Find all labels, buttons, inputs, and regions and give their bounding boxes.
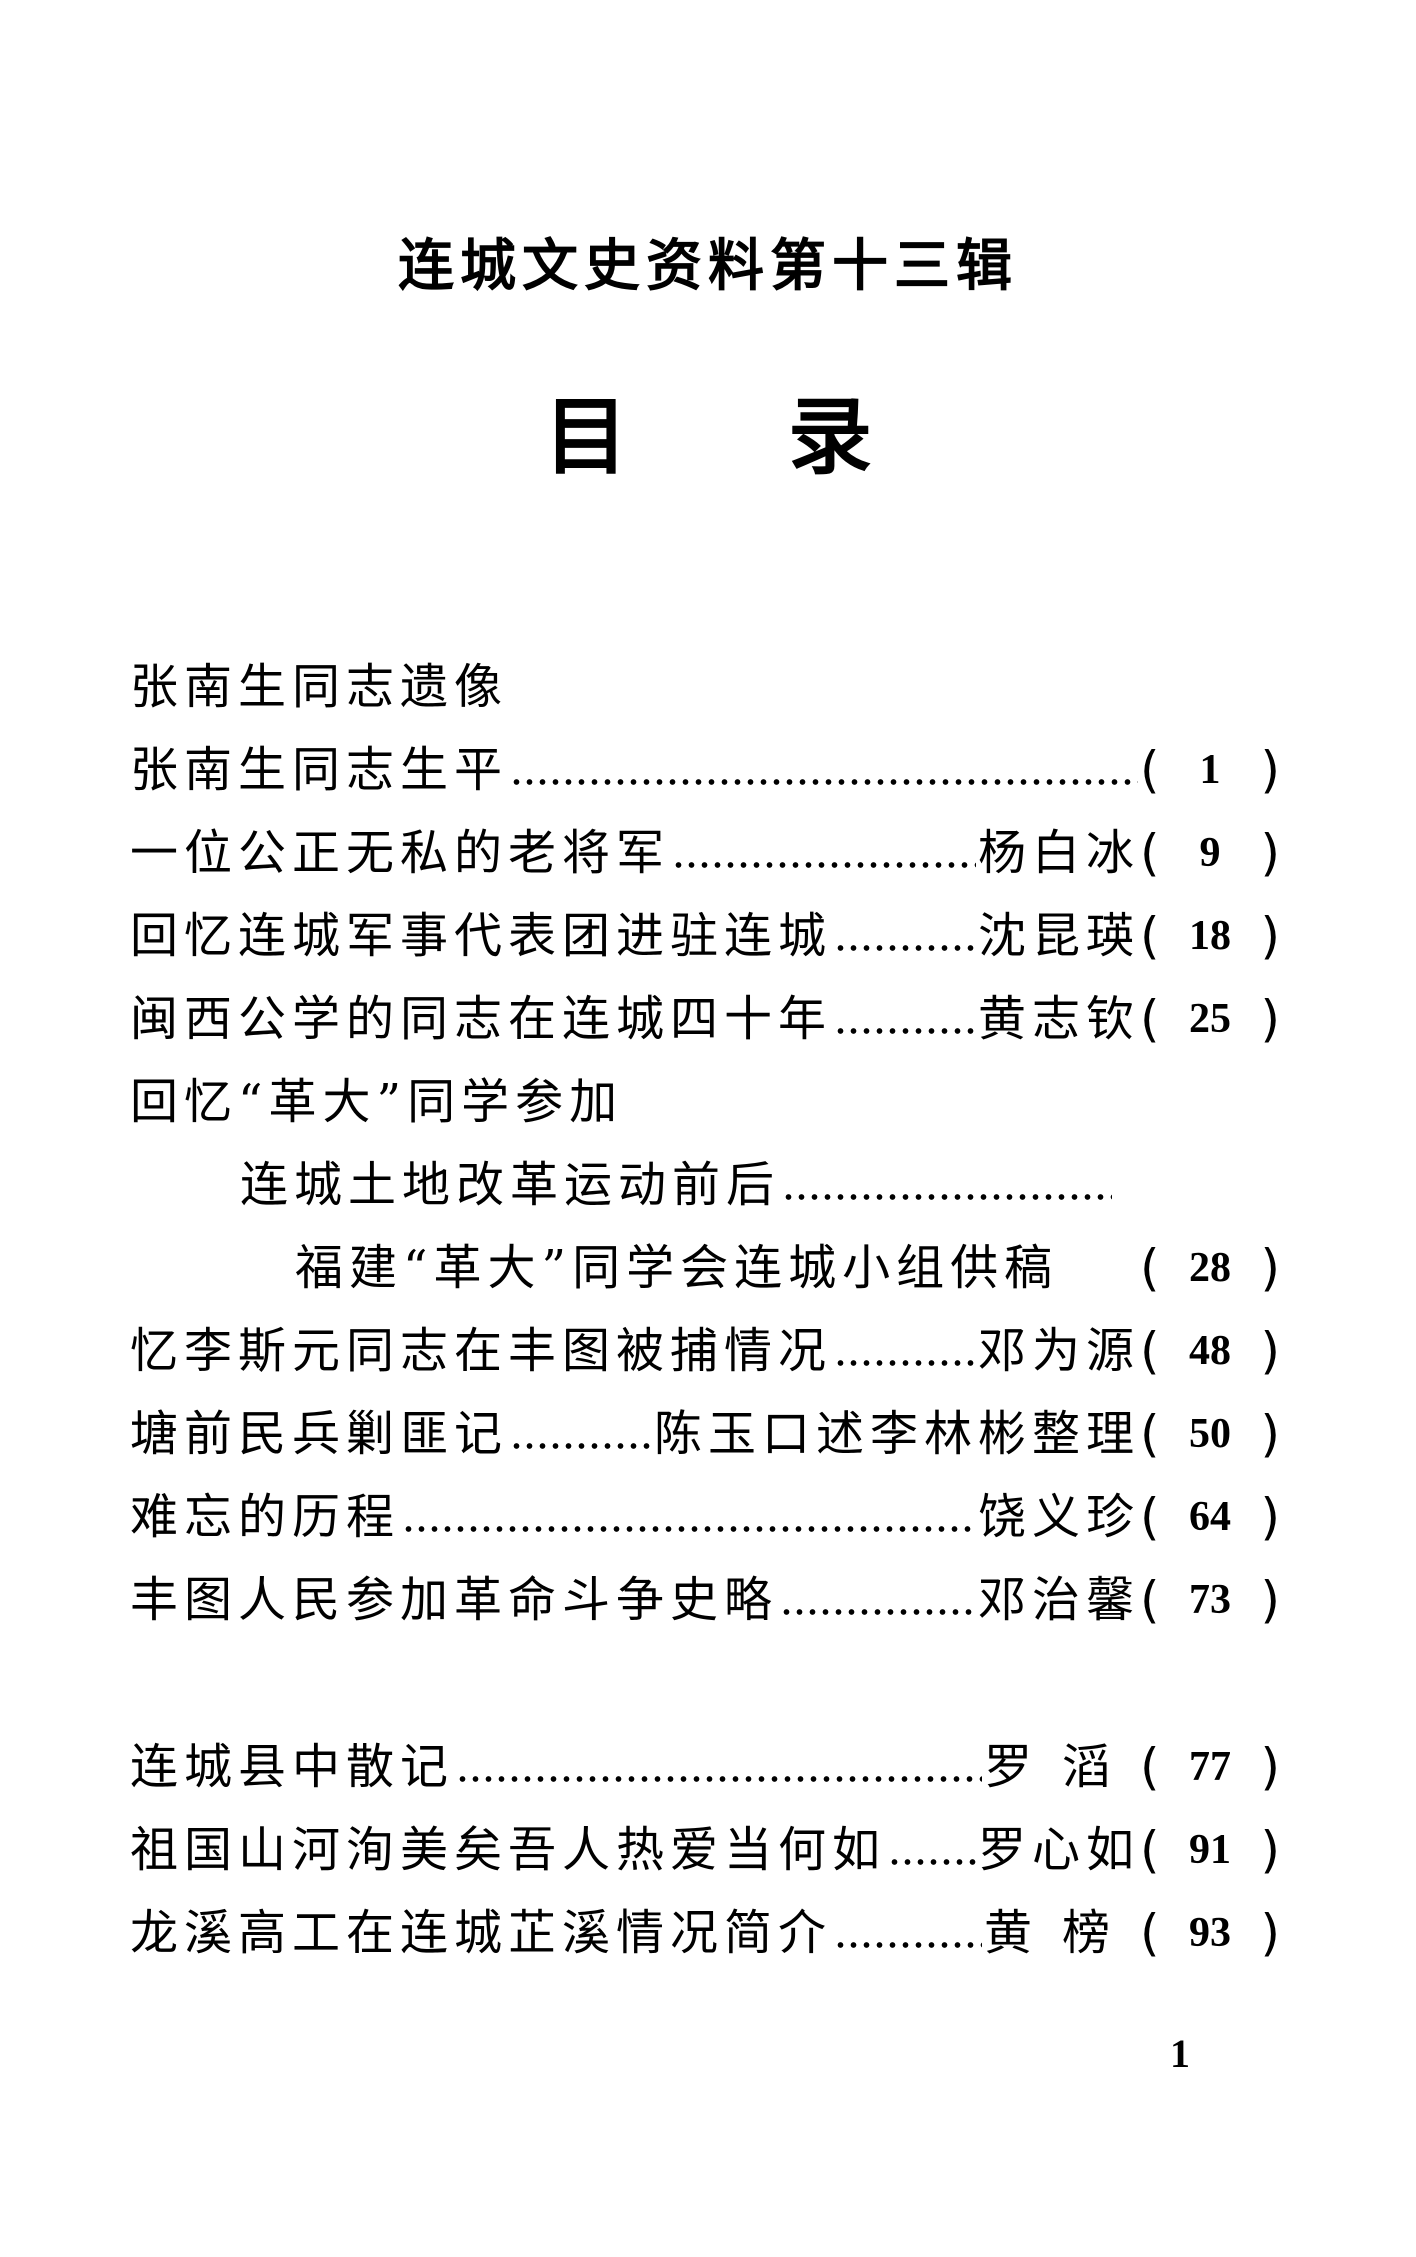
dot-leader — [834, 994, 976, 1043]
toc-entry-author: 沈昆瑛 — [977, 907, 1140, 964]
toc-entry-author: 陈玉口述李林彬整理 — [653, 1405, 1140, 1462]
toc-entry-title: 回忆连城军事代表团进驻连城 — [130, 907, 833, 964]
dot-leader — [888, 1825, 976, 1874]
heading-char-1: 目 — [543, 387, 628, 486]
toc-entry[interactable]: 祖国山河洵美矣吾人热爱当何如 罗心如 ( 91 ) — [130, 1808, 1280, 1891]
toc-entry[interactable]: 龙溪高工在连城芷溪情况简介 黄榜 ( 93 ) — [130, 1891, 1280, 1974]
toc-entry-title: 龙溪高工在连城芷溪情况简介 — [130, 1904, 833, 1961]
page-number: 1 — [1170, 2031, 1190, 2076]
toc-entry-page: ( 64 ) — [1140, 1487, 1280, 1546]
toc-entry-page: ( 18 ) — [1140, 906, 1280, 965]
toc-entry[interactable]: 一位公正无私的老将军 杨白冰 ( 9 ) — [130, 811, 1280, 894]
dot-leader — [510, 745, 1138, 794]
dot-leader — [834, 1908, 982, 1957]
toc-entry-title: 忆李斯元同志在丰图被捕情况 — [130, 1322, 833, 1379]
toc-entry[interactable]: 连城县中散记 罗滔 ( 77 ) — [130, 1725, 1280, 1808]
toc-entry-page: ( 48 ) — [1140, 1321, 1280, 1380]
toc-entry-title: 连城土地改革运动前后 — [240, 1156, 781, 1213]
toc-entry-page: ( 77 ) — [1140, 1737, 1280, 1796]
section-gap — [130, 1641, 1280, 1725]
toc-entry-title: 张南生同志遗像 — [130, 658, 509, 715]
toc-entry-title: 塘前民兵剿匪记 — [130, 1405, 509, 1462]
toc-entry-author: 罗心如 — [977, 1821, 1140, 1878]
toc-entry-title: 连城县中散记 — [130, 1738, 455, 1795]
toc-entry-title: 张南生同志生平 — [130, 741, 509, 798]
toc-entry[interactable]: 张南生同志生平 ( 1 ) — [130, 728, 1280, 811]
toc-entry-title: 闽西公学的同志在连城四十年 — [130, 990, 833, 1047]
toc-entry-title: 回忆“革大”同学参加 — [130, 1073, 624, 1130]
heading-char-2: 录 — [788, 387, 873, 486]
toc-entry[interactable]: 闽西公学的同志在连城四十年 黄志钦 ( 25 ) — [130, 977, 1280, 1060]
toc-entry-page: ( 9 ) — [1140, 823, 1280, 882]
toc-entry[interactable]: 回忆连城军事代表团进驻连城 沈昆瑛 ( 18 ) — [130, 894, 1280, 977]
toc-entry-continuation[interactable]: 连城土地改革运动前后 — [130, 1143, 1280, 1226]
dot-leader — [456, 1742, 982, 1791]
toc-entry-title: 难忘的历程 — [130, 1488, 401, 1545]
toc-entry-author: 杨白冰 — [977, 824, 1140, 881]
toc-entry-page: ( 93 ) — [1140, 1903, 1280, 1962]
toc-entry-title: 一位公正无私的老将军 — [130, 824, 671, 881]
dot-leader — [672, 828, 976, 877]
table-of-contents: 张南生同志遗像 张南生同志生平 ( 1 ) 一位公正无私的老将军 杨白冰 ( 9… — [130, 645, 1280, 1974]
toc-entry[interactable]: 张南生同志遗像 — [130, 645, 1280, 728]
toc-entry[interactable]: 丰图人民参加革命斗争史略 邓治馨 ( 73 ) — [130, 1558, 1280, 1641]
toc-entry-author: 黄榜 — [983, 1904, 1140, 1961]
toc-entry[interactable]: 忆李斯元同志在丰图被捕情况 邓为源 ( 48 ) — [130, 1309, 1280, 1392]
toc-entry-page: ( 73 ) — [1140, 1570, 1280, 1629]
toc-entry-title: 祖国山河洵美矣吾人热爱当何如 — [130, 1821, 887, 1878]
toc-entry-author: 黄志钦 — [977, 990, 1140, 1047]
toc-entry-page: ( 50 ) — [1140, 1404, 1280, 1463]
dot-leader — [834, 911, 976, 960]
toc-entry-author: 饶义珍 — [977, 1488, 1140, 1545]
toc-entry-author: 邓为源 — [977, 1322, 1140, 1379]
dot-leader — [780, 1575, 976, 1624]
toc-entry[interactable]: 塘前民兵剿匪记 陈玉口述李林彬整理 ( 50 ) — [130, 1392, 1280, 1475]
toc-entry-source: 福建“革大”同学会连城小组供稿 — [295, 1239, 1059, 1296]
toc-entry-author: 邓治馨 — [977, 1571, 1140, 1628]
toc-entry-page: ( 1 ) — [1140, 740, 1280, 799]
toc-entry-continuation[interactable]: 福建“革大”同学会连城小组供稿 ( 28 ) — [130, 1226, 1280, 1309]
toc-entry-title: 丰图人民参加革命斗争史略 — [130, 1571, 779, 1628]
toc-entry[interactable]: 难忘的历程 饶义珍 ( 64 ) — [130, 1475, 1280, 1558]
series-title: 连城文史资料第十三辑 — [398, 233, 1018, 299]
dot-leader — [782, 1160, 1113, 1209]
toc-entry[interactable]: 回忆“革大”同学参加 — [130, 1060, 1280, 1143]
toc-entry-page: ( 25 ) — [1140, 989, 1280, 1048]
toc-entry-page: ( 91 ) — [1140, 1820, 1280, 1879]
dot-leader — [402, 1492, 976, 1541]
dot-leader — [510, 1409, 652, 1458]
page-heading: 目录 — [0, 395, 1416, 479]
toc-entry-author: 罗滔 — [983, 1738, 1140, 1795]
dot-leader — [834, 1326, 976, 1375]
toc-entry-page: ( 28 ) — [1140, 1238, 1280, 1297]
